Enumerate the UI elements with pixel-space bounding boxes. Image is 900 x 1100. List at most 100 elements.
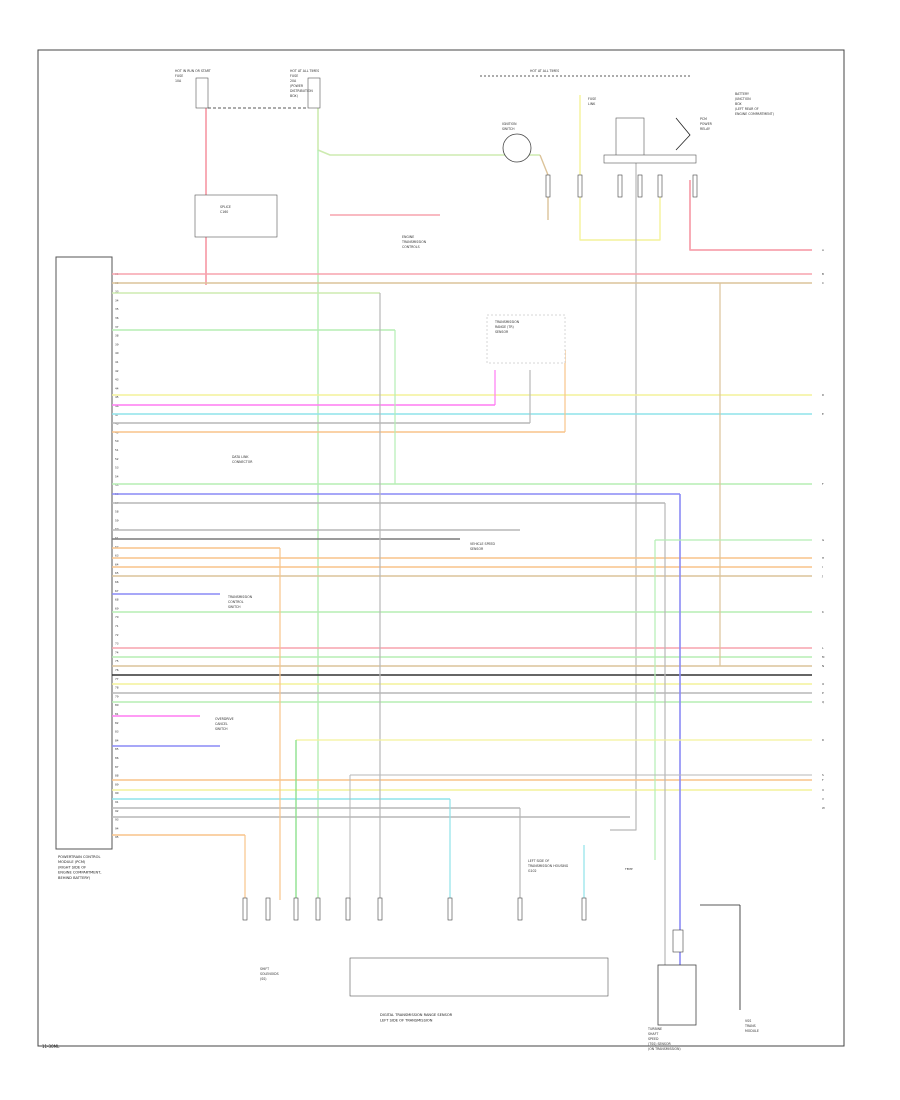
wire-reference-letter: E: [822, 412, 824, 416]
wire-harness: [112, 95, 812, 965]
pcm-pin-number: 54: [115, 474, 119, 478]
pcm-pin-number: 55: [115, 483, 119, 487]
pcm-pin-number: 41: [115, 360, 119, 364]
pcm-pin-number: 85: [115, 747, 119, 751]
pcm-relay-label: RELAY: [700, 127, 710, 131]
hot-all-label: DISTRIBUTION: [290, 89, 313, 93]
pcm-caption-line: POWERTRAIN CONTROL: [58, 855, 101, 859]
tss-label: (TSS) SENSOR: [648, 1042, 671, 1046]
wire-connector: [377, 897, 383, 921]
trans-range-sensor-label: DIGITAL TRANSMISSION RANGE SENSOR: [380, 1013, 453, 1017]
ignition-module-box: [194, 194, 278, 238]
pcm-power-relay: [615, 117, 645, 159]
wire-connector: [581, 897, 587, 921]
tr-sensor-label: TRANSMISSION: [494, 320, 520, 324]
pcm-pin-number: 58: [115, 510, 119, 514]
pcm-pin-number: 46: [115, 404, 119, 408]
transmission-section: [349, 904, 741, 1026]
pcm-pin-number: 88: [115, 774, 119, 778]
shift-solenoids-label: SHIFT: [260, 967, 269, 971]
wire-connector: [517, 897, 523, 921]
pcm-pin-number: 39: [115, 342, 119, 346]
pcm-relay-label: PCM: [700, 117, 707, 121]
left-splice-label: TRANSMISSION HOUSING: [527, 864, 569, 868]
pcm-pin-number: 43: [115, 378, 119, 382]
fuse-link-label: LINK: [588, 102, 596, 106]
connector-symbols: [242, 174, 698, 953]
wire-reference-letter: Q: [822, 700, 825, 704]
pcm-pin-number: 68: [115, 598, 119, 602]
left-splice-label: G102: [528, 869, 537, 873]
pcm-pin-number: 45: [115, 395, 119, 399]
pcm-pin-number: 44: [115, 386, 119, 390]
pcm-pin-number: 36: [115, 316, 119, 320]
data-link-label: CONNECTOR: [232, 460, 253, 464]
pcm-pin-number: 77: [115, 677, 119, 681]
pcm-pin-number: 91: [115, 800, 119, 804]
pcm-pin-number: 73: [115, 642, 119, 646]
pcm-caption-line: (RIGHT SIDE OF: [58, 865, 86, 869]
wire-reference-letter: V: [822, 797, 824, 801]
wire-reference-letter: G: [822, 538, 824, 542]
wire-reference-letter: T: [821, 778, 824, 782]
hot-at-all-times-label: HOT AT ALL TIMES: [530, 69, 559, 73]
wire-connector: [447, 897, 453, 921]
wire-relay-ground: [610, 160, 637, 831]
battery-junction-label: BOX: [735, 102, 742, 106]
pcm-pin-number: 90: [115, 791, 119, 795]
pcm-pin-number: 61: [115, 536, 119, 540]
battery-junction-label: JUNCTION: [734, 97, 751, 101]
pcm-pin-number: 62: [115, 545, 119, 549]
pcm-pin-number: 70: [115, 615, 119, 619]
pcm-pin-number: 40: [115, 351, 119, 355]
pcm-relay-label: POWER: [700, 122, 713, 126]
wire-connector: [265, 897, 271, 921]
wire-connector: [617, 174, 623, 198]
wire-reference-letter: O: [822, 682, 825, 686]
fuel-pump-icon: [502, 133, 532, 163]
pcm-pin-number: 34: [115, 298, 119, 302]
wire-reference-letter: S: [822, 773, 824, 777]
wire-reference-letter: W: [822, 806, 825, 810]
pcm-pin-number: 92: [115, 809, 119, 813]
pcm-pin-number: 35: [115, 307, 119, 311]
pcm-pin-number: 81: [115, 712, 119, 716]
wire-battery-feed: [689, 180, 812, 251]
wire-reference-letter: J: [821, 574, 823, 578]
pcm-pin-number: 47: [115, 413, 119, 417]
od-cancel-label: SWITCH: [215, 727, 228, 731]
hot-all-label: (POWER: [290, 84, 304, 88]
pcm-pin-number: 71: [115, 624, 119, 628]
pcm-caption-line: BEHIND BATTERY): [58, 876, 91, 880]
pcm-pin-number: 69: [115, 606, 119, 610]
hot-all-label: FUSE: [290, 74, 298, 78]
pcm-pin-number: 52: [115, 457, 119, 461]
pcm-caption-line: ENGINE COMPARTMENT,: [58, 871, 102, 875]
pcm-pin-number: 80: [115, 703, 119, 707]
hot-run-label: 10A: [175, 79, 182, 83]
pcm-pin-number: 87: [115, 765, 119, 769]
pcm-pin-number: 51: [115, 448, 119, 452]
pcm-pin-number: 82: [115, 721, 119, 725]
wire-connector: [657, 174, 663, 198]
power-supply-section: [194, 75, 697, 238]
wire-connector: [577, 174, 583, 198]
tr-sensor-block: [486, 314, 566, 364]
pcm-pin-number: 50: [115, 439, 119, 443]
pcm-pin-number: 94: [115, 826, 119, 830]
fuse-block-left: [195, 77, 209, 109]
pcm-pin-number: 84: [115, 738, 119, 742]
pcm-pin-number: 78: [115, 686, 119, 690]
pcm-pin-number: 64: [115, 562, 119, 566]
battery-junction-label: (LEFT REAR OF: [735, 107, 759, 111]
wire-reference-letter: M: [822, 655, 825, 659]
wire-reference-letter: I: [822, 565, 823, 569]
wire-reference-letter: D: [822, 393, 824, 397]
pcm-pin-number: 66: [115, 580, 119, 584]
fuse-block-mid: [307, 77, 321, 109]
pcm-pin-number: 83: [115, 730, 119, 734]
shift-solenoids-label: SOLENOIDS: [260, 972, 279, 976]
